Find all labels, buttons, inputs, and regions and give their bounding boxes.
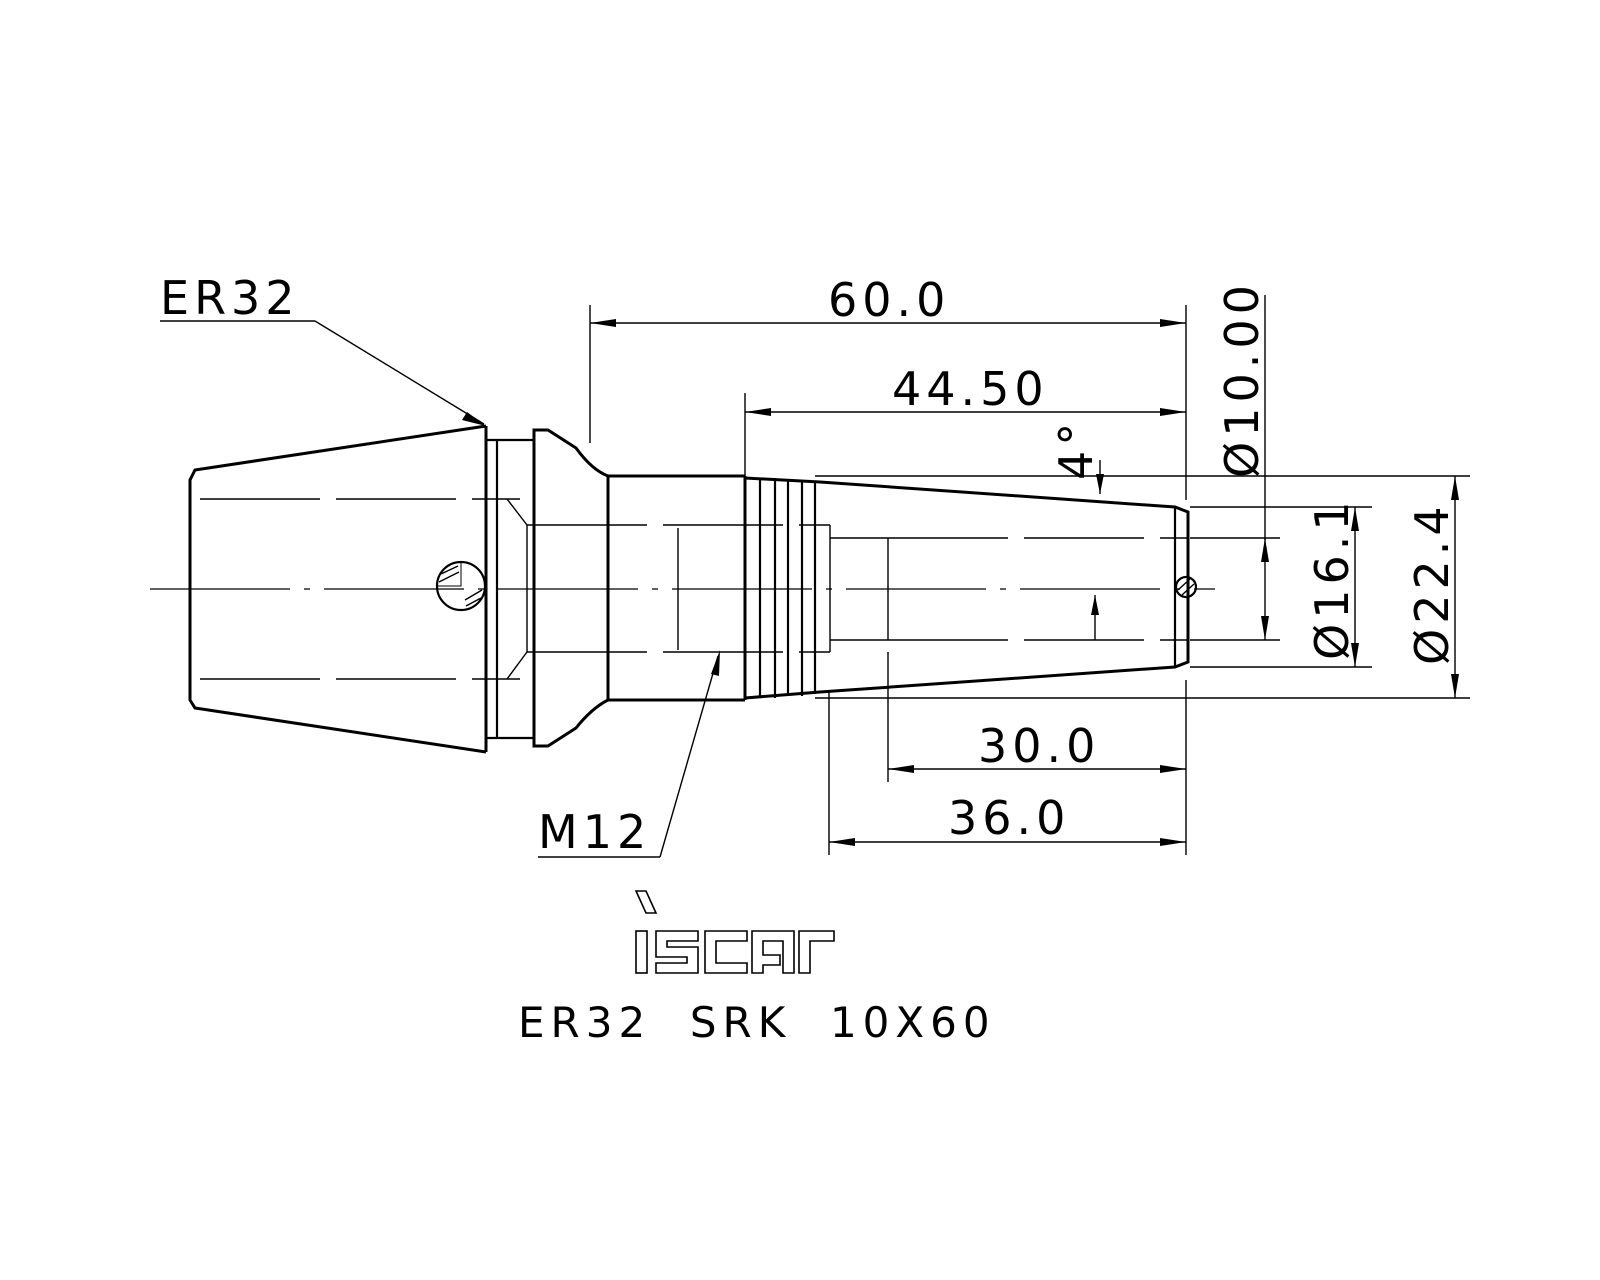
dim-bore-diameter: Ø10.00: [1215, 280, 1269, 478]
label-er32: ER32: [160, 271, 300, 325]
dim-overall-length: 60.0: [828, 273, 950, 327]
dim-angle: 4°: [1049, 418, 1103, 480]
section-marker-left: [435, 560, 487, 612]
dim-short-length: 30.0: [978, 719, 1100, 773]
dim-front-diameter: Ø16.1: [1305, 496, 1359, 660]
iscar-logo: [634, 890, 835, 974]
shank-bore-hidden: [527, 524, 1188, 653]
leader-lines: [160, 320, 720, 858]
dim-taper-length: 44.50: [892, 362, 1049, 416]
shank-body: [608, 474, 1190, 702]
section-marker-right: [1174, 575, 1198, 599]
shank-flange: [532, 428, 610, 748]
drawing-title: ER32 SRK 10X60: [518, 998, 996, 1047]
extension-lines: [589, 295, 1470, 855]
dim-mid-length: 36.0: [948, 791, 1070, 845]
dimension-lines: [590, 319, 1459, 846]
label-m12: M12: [538, 805, 651, 859]
dim-rear-diameter: Ø22.4: [1405, 501, 1459, 665]
collet-bore-hidden: [200, 498, 528, 680]
